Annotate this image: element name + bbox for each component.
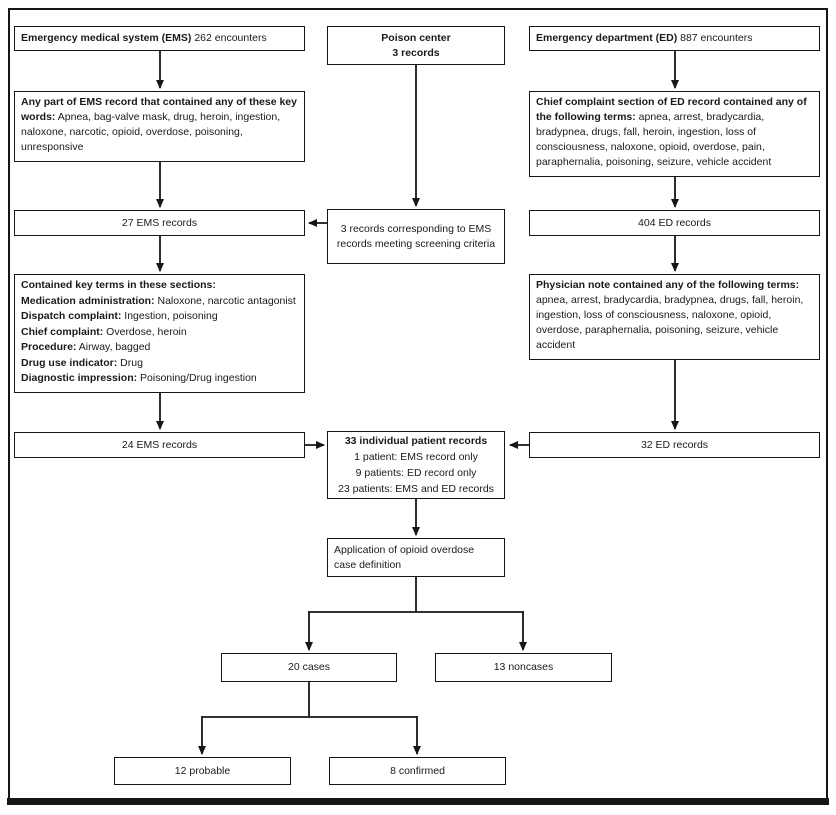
ems-encounters-label: Emergency medical system (EMS) 262 encou…	[21, 32, 267, 44]
20-cases-label: 20 cases	[287, 661, 331, 673]
box-32-ed-records: 32 ED records	[529, 432, 820, 458]
ems-key-term-procedure: Procedure: Airway, bagged	[21, 341, 151, 353]
box-8-confirmed: 8 confirmed	[329, 757, 506, 785]
ems-key-term-chief-complaint: Chief complaint: Overdose, heroin	[21, 325, 187, 338]
ems-key-term-medication: Medication administration: Naloxone, nar…	[21, 294, 296, 307]
box-ems-screening-keywords: Any part of EMS record that contained an…	[14, 91, 305, 162]
box-poison-center: Poison center 3 records	[327, 26, 505, 65]
box-24-ems-records: 24 EMS records	[14, 432, 305, 458]
12-probable-label: 12 probable	[174, 764, 231, 777]
ed-chief-complaint-heading: Chief complaint section of ED record con…	[536, 96, 807, 123]
box-ems-encounters: Emergency medical system (EMS) 262 encou…	[14, 26, 305, 51]
ems-key-term-dispatch: Dispatch complaint: Ingestion, poisoning	[21, 310, 218, 322]
box-case-definition: Application of opioid overdose case defi…	[327, 538, 505, 577]
box-ems-key-terms-sections: Contained key terms in these sections: M…	[14, 274, 305, 393]
patients-ems-and-ed: 23 patients: EMS and ED records	[338, 483, 494, 495]
figure-border	[8, 8, 828, 799]
ems-key-terms-heading: Contained key terms in these sections:	[21, 279, 216, 291]
box-27-ems-records: 27 EMS records	[14, 210, 305, 236]
ed-physician-note-list: apnea, arrest, bradycardia, bradypnea, d…	[536, 294, 804, 351]
case-definition-label: Application of opioid overdose case defi…	[334, 543, 475, 571]
box-13-noncases: 13 noncases	[435, 653, 612, 682]
box-404-ed-records: 404 ED records	[529, 210, 820, 236]
ems-key-term-diagnostic: Diagnostic impression: Poisoning/Drug in…	[21, 372, 257, 384]
patients-ems-only: 1 patient: EMS record only	[354, 451, 478, 463]
box-ed-physician-note-terms: Physician note contained any of the foll…	[529, 274, 820, 360]
box-12-probable: 12 probable	[114, 757, 291, 785]
ems-screening-keywords-list: Apnea, bag-valve mask, drug, heroin, ing…	[21, 111, 281, 153]
ed-physician-note-heading: Physician note contained any of the foll…	[536, 279, 800, 291]
poison-center-line2: 3 records	[392, 46, 440, 59]
box-ed-encounters: Emergency department (ED) 887 encounters	[529, 26, 820, 51]
13-noncases-label: 13 noncases	[493, 661, 554, 673]
box-33-patient-records: 33 individual patient records 1 patient:…	[327, 431, 505, 499]
ed-encounters-label: Emergency department (ED) 887 encounters	[536, 32, 753, 44]
27-ems-records-label: 27 EMS records	[121, 216, 198, 229]
figure-bottom-rule	[7, 798, 829, 805]
patients-heading: 33 individual patient records	[344, 435, 488, 447]
poison-match-label: 3 records corresponding to EMS records m…	[336, 222, 496, 250]
ems-key-term-drug-use: Drug use indicator: Drug	[21, 356, 143, 369]
24-ems-records-label: 24 EMS records	[121, 438, 198, 451]
box-20-cases: 20 cases	[221, 653, 397, 682]
32-ed-records-label: 32 ED records	[640, 438, 709, 451]
box-ed-chief-complaint-terms: Chief complaint section of ED record con…	[529, 91, 820, 177]
ed-chief-complaint-list: apnea, arrest, bradycardia, bradypnea, d…	[536, 111, 772, 168]
8-confirmed-label: 8 confirmed	[390, 764, 445, 777]
ems-screening-keywords-heading: Any part of EMS record that contained an…	[21, 96, 297, 123]
patients-ed-only: 9 patients: ED record only	[355, 467, 477, 479]
404-ed-records-label: 404 ED records	[638, 216, 711, 229]
poison-center-line1: Poison center	[381, 31, 451, 44]
box-poison-match: 3 records corresponding to EMS records m…	[327, 209, 505, 264]
